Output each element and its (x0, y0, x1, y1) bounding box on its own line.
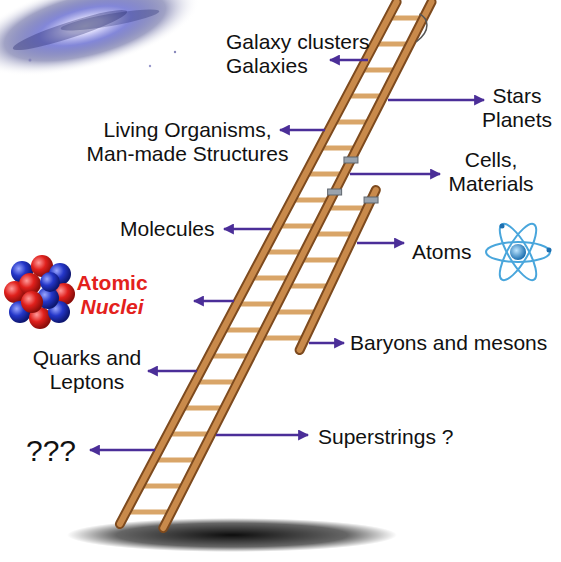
scale-label: Quarks and Leptons (27, 346, 147, 394)
galaxy-glow (0, 0, 210, 95)
ladder-rung (140, 484, 185, 489)
atom-orbit (493, 219, 542, 284)
highlight-label: Atomic Nuclei (67, 271, 157, 319)
pointer-arrow (388, 99, 484, 102)
electron-dot (547, 248, 552, 253)
pointer-arrow (224, 228, 271, 231)
ladder-rail (163, 2, 431, 528)
star-dot (29, 59, 32, 62)
scale-label: Molecules (120, 217, 230, 241)
ladder-drawing (120, 2, 432, 528)
scale-label: Stars Planets (477, 84, 557, 132)
ladder-rail (163, 2, 431, 528)
pointer-arrow (90, 449, 155, 452)
metal-bracket (328, 189, 342, 195)
scale-label: Living Organisms, Man-made Structures (80, 118, 295, 166)
metal-bracket (344, 157, 358, 163)
pointer-arrow (194, 300, 234, 303)
ladder-rail (300, 190, 376, 350)
galaxy-arm (60, 5, 161, 34)
ladder-rung (273, 310, 317, 315)
scale-label: Atoms (412, 240, 482, 264)
proton-ball (21, 291, 43, 313)
unknown-mark: ??? (26, 434, 96, 468)
pointer-arrow (280, 129, 325, 132)
pointer-arrow (309, 342, 344, 345)
ladder-rung (260, 336, 305, 341)
star-dot (174, 51, 176, 53)
atom-icon (486, 219, 552, 284)
pointer-arrow (357, 242, 404, 245)
atom-core (510, 244, 526, 260)
atom-orbit (493, 219, 542, 284)
ladder-rung (287, 284, 330, 289)
scale-label: Galaxy clusters Galaxies (226, 30, 386, 78)
pointer-arrow (216, 434, 308, 437)
electron-dot (500, 224, 505, 229)
atom-orbit (486, 242, 550, 262)
ladder-rung (126, 510, 171, 515)
ladder-rung (154, 458, 198, 463)
pointer-arrow (350, 173, 440, 176)
ladder-rail (300, 190, 376, 350)
star-dot (149, 65, 151, 67)
neutron-ball (40, 272, 60, 292)
galaxy-picture (0, 0, 210, 95)
pointer-arrow (330, 59, 368, 62)
nucleus-icon (4, 255, 75, 329)
scale-label: Baryons and mesons (350, 331, 555, 355)
pointer-arrow (148, 370, 197, 373)
scale-label: Superstrings ? (318, 425, 483, 449)
scale-label: Cells, Materials (441, 148, 541, 196)
metal-bracket (364, 197, 378, 203)
ladder-rope (416, 14, 427, 42)
